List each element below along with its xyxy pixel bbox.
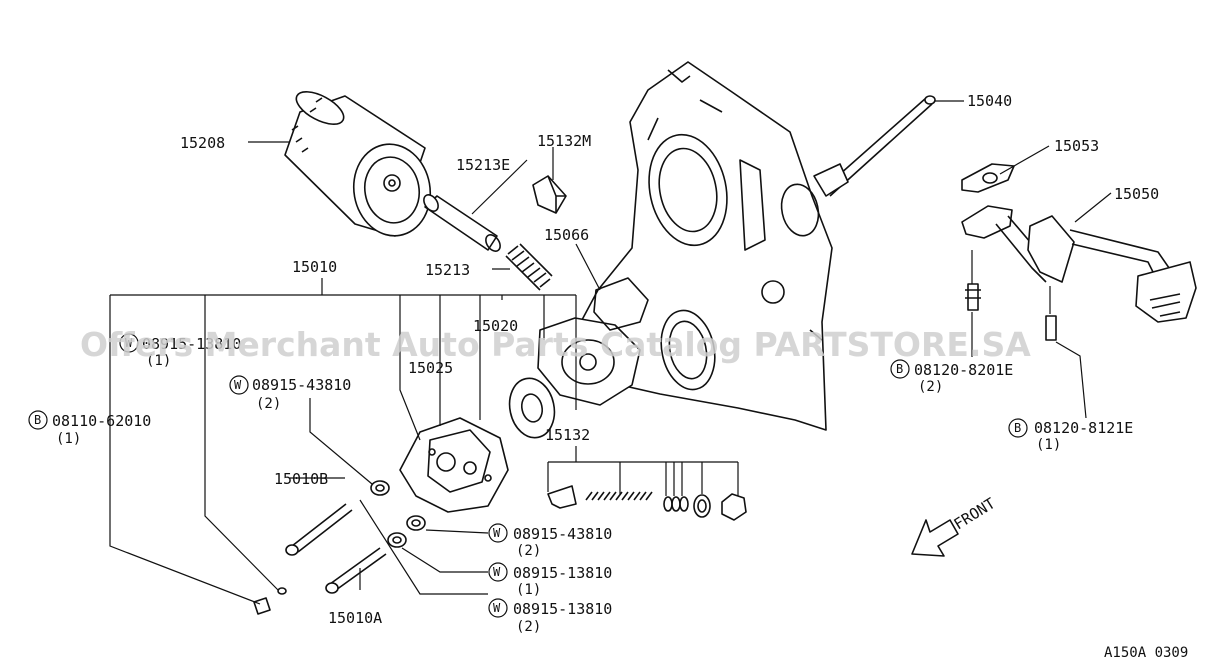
svg-text:08915-43810: 08915-43810 — [513, 525, 612, 543]
label-15050: 15050 — [1114, 185, 1159, 203]
dipstick-drawing — [813, 95, 936, 197]
label-15010: 15010 — [292, 258, 337, 276]
strainer-drawing — [961, 205, 1197, 341]
label-15132m: 15132M — [537, 132, 591, 150]
callout-w-08915-13810-b: W 08915-13810 (1) — [488, 562, 612, 598]
label-15020: 15020 — [473, 317, 518, 335]
label-15010a: 15010A — [328, 609, 382, 627]
relief-valve-drawing — [547, 485, 747, 521]
svg-text:08915-43810: 08915-43810 — [252, 376, 351, 394]
label-15066: 15066 — [544, 226, 589, 244]
callout-b-08120-8121e: B 08120-8121E (1) — [1008, 418, 1133, 453]
svg-text:(2): (2) — [256, 396, 281, 412]
svg-text:W: W — [493, 565, 501, 579]
cap-drawing — [532, 175, 567, 214]
label-15213: 15213 — [425, 261, 470, 279]
svg-text:(1): (1) — [146, 353, 171, 369]
label-15213e: 15213E — [456, 156, 510, 174]
callout-w-08915-43810-a: W 08915-43810 (2) — [229, 375, 351, 412]
front-cover-drawing — [537, 61, 833, 431]
label-15132: 15132 — [545, 426, 590, 444]
svg-text:W: W — [493, 526, 501, 540]
callout-b-08110-62010: B 08110-62010 (1) — [28, 410, 151, 447]
watermark-text: Offers Merchant Auto Parts Catalog PARTS… — [80, 325, 1031, 364]
callout-w-08915-43810-b: W 08915-43810 (2) — [488, 523, 612, 559]
svg-text:(1): (1) — [516, 582, 541, 598]
rotor-drawing — [508, 377, 556, 439]
svg-text:(2): (2) — [918, 379, 943, 395]
front-direction-arrow — [911, 519, 959, 557]
callout-b-08120-8201e: B 08120-8201E (2) — [890, 359, 1013, 395]
svg-text:B: B — [896, 362, 903, 376]
svg-text:08120-8201E: 08120-8201E — [914, 361, 1013, 379]
spring-drawing — [505, 243, 553, 291]
svg-text:B: B — [34, 413, 41, 427]
svg-text:(2): (2) — [516, 619, 541, 635]
washer-bolt-drawings — [253, 480, 426, 615]
svg-text:08915-13810: 08915-13810 — [142, 335, 241, 353]
label-15208: 15208 — [180, 134, 225, 152]
label-15010b: 15010B — [274, 470, 328, 488]
callout-w-08915-13810-c: W 08915-13810 (2) — [488, 598, 612, 635]
figure-reference: A150A 0309 — [1104, 645, 1188, 661]
connector-drawing — [423, 194, 501, 252]
label-15025: 15025 — [408, 359, 453, 377]
svg-text:(1): (1) — [56, 431, 81, 447]
leader-lines — [109, 100, 1112, 605]
svg-text:W: W — [125, 336, 133, 350]
svg-text:B: B — [1014, 421, 1021, 435]
svg-text:W: W — [493, 601, 501, 615]
gasket-drawing — [961, 163, 1015, 193]
oil-filter-drawing — [284, 91, 432, 237]
pump-cover-drawing — [399, 417, 509, 513]
svg-text:W: W — [234, 378, 242, 392]
svg-text:08915-13810: 08915-13810 — [513, 564, 612, 582]
label-15040: 15040 — [967, 92, 1012, 110]
callout-w-08915-13810-a: W 08915-13810 (1) — [119, 333, 241, 369]
svg-text:08915-13810: 08915-13810 — [513, 600, 612, 618]
label-15053: 15053 — [1054, 137, 1099, 155]
svg-text:08110-62010: 08110-62010 — [52, 412, 151, 430]
front-label: FRONT — [951, 494, 999, 533]
svg-text:(1): (1) — [1036, 437, 1061, 453]
svg-text:(2): (2) — [516, 543, 541, 559]
svg-text:08120-8121E: 08120-8121E — [1034, 419, 1133, 437]
